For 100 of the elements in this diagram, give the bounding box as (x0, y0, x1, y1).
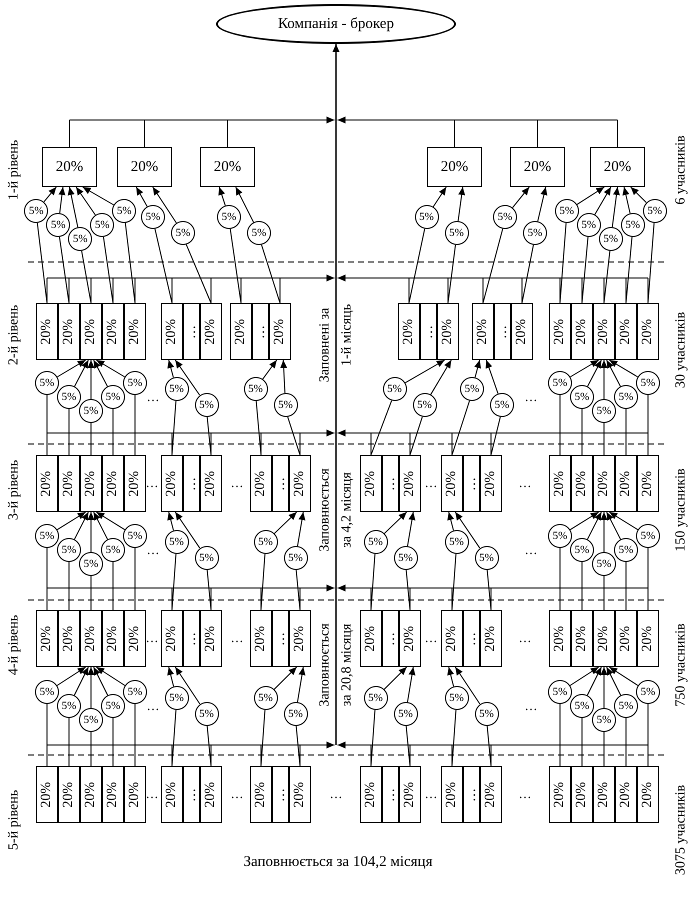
share-cell (615, 455, 637, 512)
commission-circle (123, 680, 147, 704)
share-cell (571, 455, 593, 512)
node-label: 5% (603, 234, 618, 244)
connector-line (410, 416, 423, 456)
share-cell (571, 766, 593, 823)
connector-line (46, 704, 48, 766)
commission-circle (444, 530, 468, 554)
connector-line (260, 553, 266, 610)
arrow (608, 360, 638, 378)
commission-circle (46, 213, 70, 237)
share-box (590, 147, 645, 187)
ellipsis: … (524, 542, 538, 558)
ellipsis: … (146, 786, 158, 802)
participant-count: 150 учасників (673, 468, 689, 552)
connector-line (81, 250, 92, 304)
commission-circle (57, 694, 81, 718)
node-label: 20% (234, 318, 248, 344)
share-cell (102, 303, 124, 360)
node-label: 5% (84, 558, 98, 570)
node-label: 20% (204, 470, 218, 496)
commission-circle (474, 702, 498, 726)
connector-line (482, 278, 484, 304)
node-label: … (274, 632, 288, 646)
node-label: 5% (128, 686, 142, 698)
arrow (167, 512, 174, 531)
node-label: 20% (524, 160, 552, 174)
node-label: 20% (84, 318, 98, 344)
ellipsis: … (524, 390, 538, 404)
node-label: 5% (618, 392, 634, 402)
connector-line (210, 588, 212, 610)
share-cell (360, 455, 382, 512)
node-label: 20% (619, 318, 633, 344)
node-label: 20% (445, 782, 459, 808)
commission-circle (35, 680, 59, 704)
node-label: 5% (596, 714, 612, 726)
participant-count: 750 учасників (673, 623, 689, 707)
arrow (486, 360, 499, 394)
bus-arrow (337, 742, 648, 748)
node-label: 20% (553, 470, 567, 496)
duration-label: за 4,2 місяця (339, 472, 355, 548)
node-label: … (464, 788, 478, 802)
connector-line (648, 222, 655, 304)
duration-label: Заповнені за (317, 308, 333, 382)
arrow (174, 512, 200, 549)
duration-label: Заповнюється (317, 468, 333, 552)
arrow (74, 512, 89, 540)
commission-circle (636, 371, 660, 395)
arrow (384, 512, 408, 534)
bus-arrow (46, 742, 335, 748)
node-label: 5% (146, 212, 160, 222)
node-label: … (464, 476, 478, 490)
node-label: 20% (619, 470, 633, 496)
node-label: 20% (62, 318, 76, 344)
arrow (600, 512, 608, 552)
arrow (432, 186, 447, 208)
node-label: 20% (165, 626, 179, 652)
share-box (510, 147, 565, 187)
share-cell (58, 455, 80, 512)
commission-circle (112, 199, 136, 223)
share-cell (615, 610, 637, 667)
duration-caption: Заповнюється за 104,2 місяця (244, 854, 432, 870)
node-label: 5% (640, 530, 656, 542)
node-label: 20% (597, 318, 611, 344)
node-label: 20% (204, 782, 218, 808)
node-label: 20% (165, 470, 179, 496)
node-label: 5% (199, 400, 214, 410)
arrow (407, 512, 416, 547)
commission-circle (254, 530, 278, 554)
arrow (570, 512, 600, 530)
node-label: 20% (254, 470, 268, 496)
share-cell (200, 303, 222, 360)
node-label: 5% (128, 378, 142, 388)
commission-circle (576, 213, 601, 237)
connector-line (452, 400, 470, 456)
share-cell (360, 610, 382, 667)
node-label: 20% (106, 782, 120, 808)
connector-line (452, 553, 456, 610)
node-label: 20% (84, 470, 98, 496)
connector-line (486, 569, 492, 610)
arrow (576, 186, 605, 206)
ellipsis: … (230, 786, 244, 802)
ellipsis: … (424, 476, 438, 490)
node-label: 5% (574, 700, 590, 712)
arrow (96, 512, 126, 530)
share-cell (571, 303, 593, 360)
node-label: 20% (403, 470, 417, 496)
commission-circle (444, 221, 468, 245)
connector-line (112, 562, 114, 610)
node-label: 20% (484, 470, 498, 496)
connector-line (482, 228, 504, 304)
share-cell (382, 610, 399, 667)
share-cell (80, 303, 102, 360)
node-label: 20% (597, 470, 611, 496)
connector-line (370, 553, 376, 610)
arrow (586, 512, 602, 540)
connector-line (240, 278, 242, 304)
connector-line (490, 432, 492, 456)
bus-arrow (337, 430, 648, 436)
share-cell (289, 766, 311, 823)
